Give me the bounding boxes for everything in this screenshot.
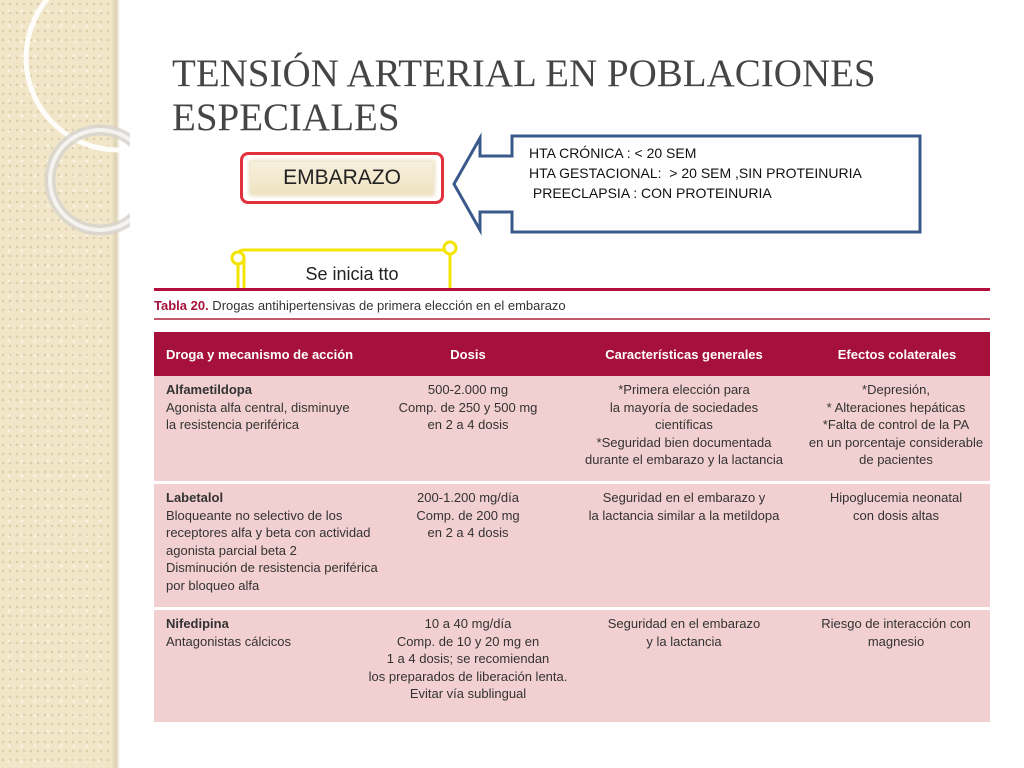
callout-line-2: HTA GESTACIONAL: > 20 SEM ,SIN PROTEINUR… bbox=[529, 165, 862, 181]
drug-mechanism-line: por bloqueo alfa bbox=[166, 577, 260, 593]
drug-mechanism-line: Antagonistas cálcicos bbox=[166, 633, 292, 649]
dosis-line: Comp. de 10 y 20 mg en bbox=[396, 633, 540, 649]
dosis-line: 1 a 4 dosis; se recomiendan bbox=[386, 651, 550, 666]
table-caption-text: Drogas antihipertensivas de primera elec… bbox=[208, 298, 566, 313]
row-separator bbox=[154, 607, 990, 610]
caracteristicas-cell: Seguridad en el embarazo y la lactancia … bbox=[566, 489, 802, 524]
efectos-cell: Riesgo de interacción con magnesio bbox=[802, 615, 990, 650]
dosis-line: 500-2.000 mg bbox=[427, 382, 509, 397]
row-separator bbox=[154, 481, 990, 484]
drug-mechanism-line: receptores alfa y beta con actividad bbox=[166, 525, 371, 540]
efectos-line: Hipoglucemia neonatal bbox=[829, 490, 963, 505]
efectos-cell: *Depresión, * Alteraciones hepáticas *Fa… bbox=[802, 381, 990, 469]
caracteristicas-cell: Seguridad en el embarazo y la lactancia bbox=[566, 615, 802, 650]
header-caracteristicas: Características generales bbox=[605, 346, 763, 362]
dosis-line: en 2 a 4 dosis bbox=[427, 525, 509, 540]
drug-cell: Alfametildopa Agonista alfa central, dis… bbox=[166, 381, 350, 434]
efectos-line: * Alteraciones hepáticas bbox=[826, 399, 966, 415]
dosis-line: en 2 a 4 dosis bbox=[427, 417, 509, 432]
drug-cell: Nifedipina Antagonistas cálcicos bbox=[166, 615, 291, 650]
table-row: Labetalol Bloqueante no selectivo de los… bbox=[154, 484, 990, 608]
caracteristicas-line: la mayoría de sociedades bbox=[609, 399, 759, 415]
decorative-circle-small-highlight bbox=[48, 128, 130, 232]
caracteristicas-cell: *Primera elección para la mayoría de soc… bbox=[566, 381, 802, 469]
table-caption-rule bbox=[154, 318, 990, 320]
dosis-cell: 200-1.200 mg/día Comp. de 200 mg en 2 a … bbox=[366, 489, 570, 542]
drug-mechanism-line: agonista parcial beta 2 bbox=[166, 542, 297, 558]
scroll-curl-right bbox=[442, 240, 458, 256]
caracteristicas-line: *Primera elección para bbox=[618, 382, 750, 397]
drug-name: Alfametildopa bbox=[166, 382, 252, 397]
drug-cell: Labetalol Bloqueante no selectivo de los… bbox=[166, 489, 378, 594]
drug-mechanism-line: Bloqueante no selectivo de los bbox=[166, 507, 343, 523]
header-efectos: Efectos colaterales bbox=[837, 346, 957, 362]
callout-line-3: PREECLAPSIA : CON PROTEINURIA bbox=[529, 185, 772, 201]
caracteristicas-line: Seguridad en el embarazo bbox=[607, 616, 761, 631]
drug-mechanism-line: la resistencia periférica bbox=[166, 417, 299, 432]
callout-arrow-box bbox=[452, 132, 922, 236]
efectos-line: *Falta de control de la PA bbox=[822, 417, 970, 432]
caracteristicas-line: científicas bbox=[655, 417, 713, 432]
embarazo-box: EMBARAZO bbox=[240, 152, 444, 204]
drug-name: Labetalol bbox=[166, 490, 224, 505]
caracteristicas-line: y la lactancia bbox=[646, 633, 722, 649]
drug-mechanism-line: Agonista alfa central, disminuye bbox=[166, 399, 350, 415]
dosis-line: Comp. de 250 y 500 mg bbox=[398, 399, 538, 415]
table-row: Alfametildopa Agonista alfa central, dis… bbox=[154, 376, 990, 482]
callout-text: HTA CRÓNICA : < 20 SEM HTA GESTACIONAL: … bbox=[529, 143, 862, 203]
drug-name: Nifedipina bbox=[166, 616, 229, 631]
slide-title: TENSIÓN ARTERIAL EN POBLACIONES ESPECIAL… bbox=[172, 52, 972, 140]
dosis-line: 200-1.200 mg/día bbox=[417, 490, 519, 505]
header-dosis: Dosis bbox=[450, 346, 486, 362]
callout-outline bbox=[452, 132, 922, 236]
dosis-line: 10 a 40 mg/día bbox=[424, 616, 512, 631]
header-droga: Droga y mecanismo de acción bbox=[166, 346, 354, 362]
efectos-line: Riesgo de interacción con bbox=[821, 616, 971, 631]
efectos-line: magnesio bbox=[867, 633, 925, 649]
decorative-strip-edge bbox=[112, 0, 120, 768]
decorative-circle-large bbox=[23, 0, 130, 153]
scroll-label: Se inicia tto bbox=[305, 264, 399, 284]
caracteristicas-line: *Seguridad bien documentada bbox=[596, 434, 772, 450]
drug-table: Tabla 20. Drogas antihipertensivas de pr… bbox=[154, 288, 990, 722]
drug-mechanism-line: Disminución de resistencia periférica bbox=[166, 560, 378, 575]
efectos-line: *Depresión, bbox=[862, 382, 930, 397]
table-top-rule bbox=[154, 288, 990, 291]
embarazo-label: EMBARAZO bbox=[251, 162, 433, 194]
table-caption: Tabla 20. Drogas antihipertensivas de pr… bbox=[154, 298, 566, 313]
efectos-line: con dosis altas bbox=[853, 507, 939, 523]
slide-title-line-1: TENSIÓN ARTERIAL EN POBLACIONES bbox=[172, 52, 876, 95]
slide-title-line-2: ESPECIALES bbox=[172, 96, 400, 139]
table-header-row: Droga y mecanismo de acción Dosis Caract… bbox=[154, 332, 990, 376]
caracteristicas-line: Seguridad en el embarazo y bbox=[602, 490, 766, 505]
scroll-curl-left bbox=[230, 250, 246, 266]
table-row: Nifedipina Antagonistas cálcicos 10 a 40… bbox=[154, 610, 990, 722]
dosis-cell: 10 a 40 mg/día Comp. de 10 y 20 mg en 1 … bbox=[356, 615, 580, 703]
dosis-cell: 500-2.000 mg Comp. de 250 y 500 mg en 2 … bbox=[366, 381, 570, 434]
efectos-cell: Hipoglucemia neonatal con dosis altas bbox=[802, 489, 990, 524]
efectos-line: de pacientes bbox=[859, 452, 933, 467]
table-caption-number: Tabla 20. bbox=[154, 298, 209, 313]
caracteristicas-line: la lactancia similar a la metildopa bbox=[588, 507, 780, 523]
scroll-shape bbox=[230, 240, 458, 290]
caracteristicas-line: durante el embarazo y la lactancia bbox=[584, 452, 783, 467]
dosis-line: Comp. de 200 mg bbox=[416, 507, 520, 523]
efectos-line: en un porcentaje considerable bbox=[808, 434, 984, 450]
dosis-line: los preparados de liberación lenta. bbox=[368, 668, 568, 684]
callout-line-1: HTA CRÓNICA : < 20 SEM bbox=[529, 145, 697, 161]
decorative-circles bbox=[23, 0, 130, 236]
dosis-line: Evitar vía sublingual bbox=[409, 686, 527, 701]
